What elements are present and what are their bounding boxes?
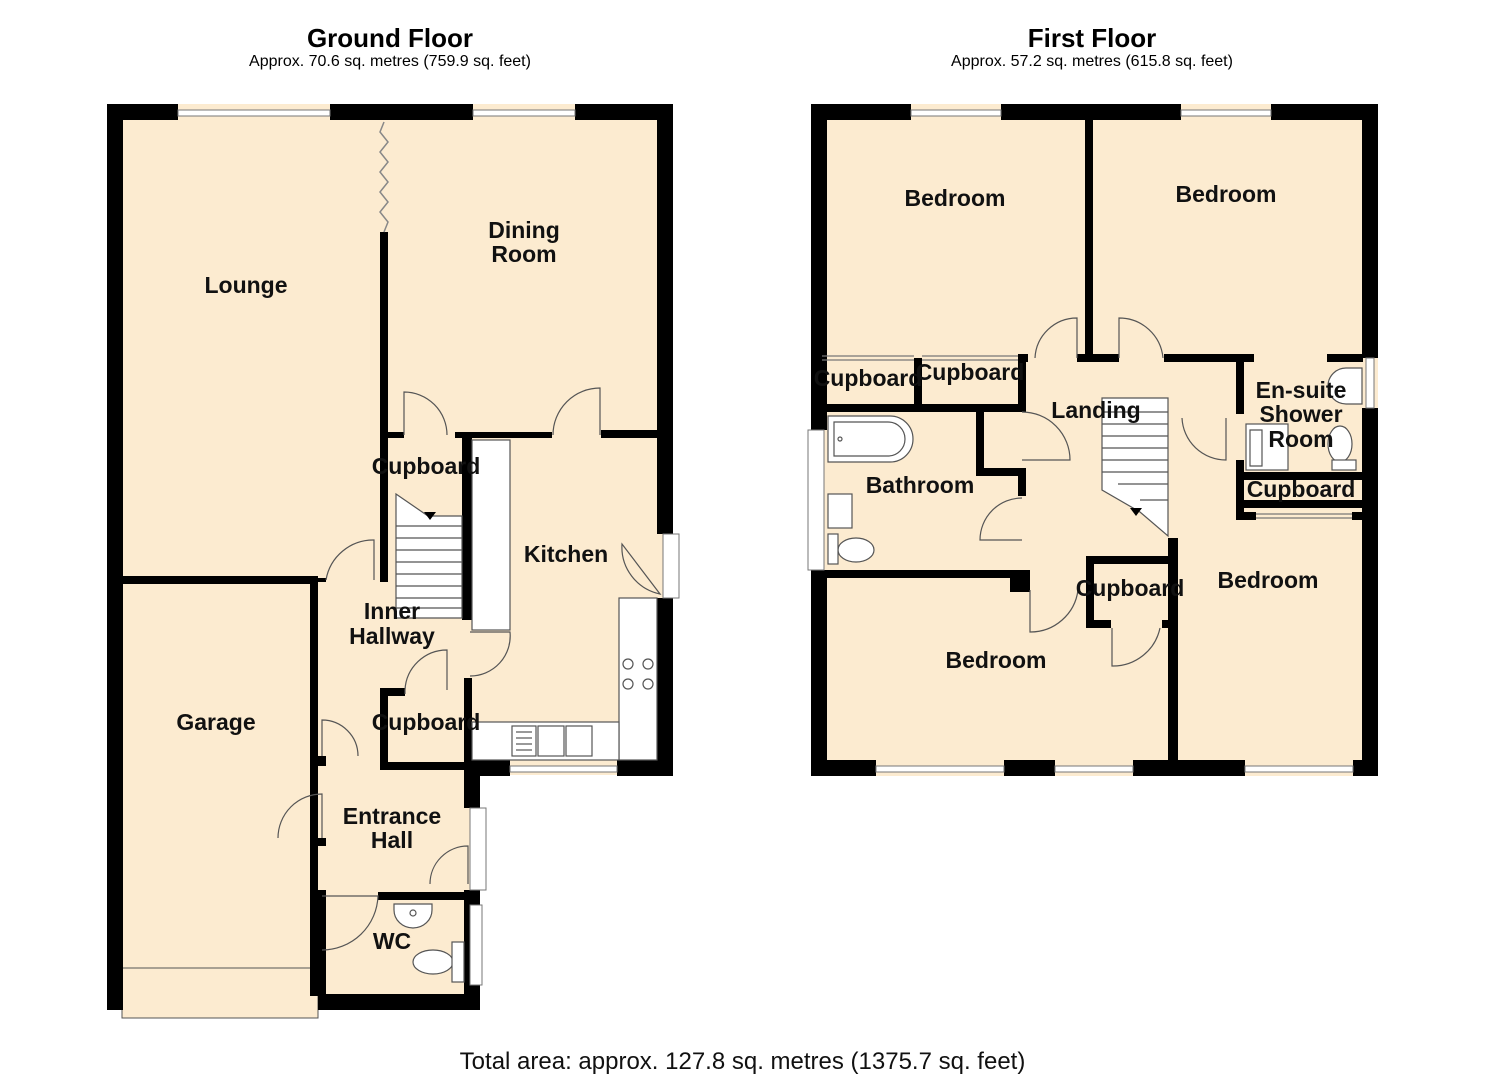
ground-floor-cutout (480, 775, 680, 1015)
label-cupboard-ensuite: Cupboard (1247, 476, 1356, 502)
bathroom-toilet-icon (837, 537, 875, 563)
wc-window (469, 904, 483, 986)
first-doors (979, 317, 1227, 667)
label-garage: Garage (176, 709, 255, 735)
hob-icon (622, 658, 654, 690)
bathroom-fixtures (827, 415, 914, 565)
shower-tray-icon (1245, 423, 1289, 471)
first-windows (807, 109, 1375, 773)
label-cupboard-lower: Cupboard (372, 709, 481, 735)
lounge-window (177, 109, 331, 117)
label-cupboard-landing: Cupboard (1076, 575, 1185, 601)
label-bedroom-nw: Bedroom (905, 185, 1006, 211)
garage-apron (121, 967, 319, 1019)
ground-staircase (395, 492, 463, 619)
ground-floor-heading: Ground Floor Approx. 70.6 sq. metres (75… (190, 24, 590, 72)
label-ensuite-line3: Room (1268, 426, 1333, 452)
ground-floor-area: Approx. 70.6 sq. metres (759.9 sq. feet) (249, 53, 531, 70)
ground-floor-title: Ground Floor (306, 23, 474, 53)
folding-door (379, 121, 389, 233)
kitchen-units (471, 439, 658, 761)
label-landing: Landing (1051, 397, 1140, 423)
ground-doors (277, 387, 662, 951)
label-entrance-hall-line1: Entrance (343, 803, 441, 829)
label-dining-line1: Dining (488, 217, 560, 243)
ground-floor-plan (107, 104, 680, 1019)
bath-icon (827, 415, 914, 463)
label-inner-hallway-line2: Hallway (349, 623, 435, 649)
kitchen-window (509, 765, 618, 773)
sink-icon (511, 725, 593, 757)
label-ensuite-line1: En-suite (1256, 377, 1347, 403)
ground-room-labels: Lounge Dining Room Cupboard Kitchen Inne… (176, 217, 608, 954)
label-bedroom-ne: Bedroom (1176, 181, 1277, 207)
ground-windows (177, 109, 680, 986)
bathroom-basin-icon (827, 493, 853, 529)
dining-window (472, 109, 576, 117)
first-floor-title: First Floor (1027, 23, 1157, 53)
label-entrance-hall-line2: Hall (371, 827, 413, 853)
first-floor-plan (807, 104, 1378, 776)
label-cupboard-b: Cupboard (916, 359, 1025, 385)
first-staircase (1101, 397, 1169, 538)
label-bedroom-s: Bedroom (946, 647, 1047, 673)
label-bedroom-e: Bedroom (1218, 567, 1319, 593)
first-room-labels: Bedroom Bedroom Cupboard Cupboard Landin… (814, 181, 1356, 673)
ground-interior-walls (122, 232, 659, 1000)
first-floor-area: Approx. 57.2 sq. metres (615.8 sq. feet) (951, 53, 1233, 70)
label-ensuite-line2: Shower (1259, 401, 1342, 427)
ground-exterior-walls (107, 104, 673, 1010)
total-area: Total area: approx. 127.8 sq. metres (13… (459, 1048, 1026, 1075)
label-cupboard-a: Cupboard (814, 365, 923, 391)
label-bathroom: Bathroom (866, 472, 975, 498)
wc-fixtures (393, 903, 465, 983)
label-cupboard-upper: Cupboard (372, 453, 481, 479)
label-wc: WC (373, 928, 411, 954)
ensuite-fixtures (1245, 367, 1363, 471)
first-exterior-walls (811, 104, 1378, 776)
label-kitchen: Kitchen (524, 541, 608, 567)
entrance-side-window (469, 807, 487, 891)
first-cupboard-doors (822, 355, 1352, 519)
first-interior-walls (822, 118, 1366, 768)
label-lounge: Lounge (204, 272, 287, 298)
kitchen-side-window (662, 533, 680, 599)
first-floor-heading: First Floor Approx. 57.2 sq. metres (615… (892, 24, 1292, 72)
toilet-icon (412, 949, 454, 975)
label-dining-line2: Room (491, 241, 556, 267)
ensuite-basin-icon (1327, 367, 1363, 405)
label-inner-hallway-line1: Inner (364, 598, 420, 624)
